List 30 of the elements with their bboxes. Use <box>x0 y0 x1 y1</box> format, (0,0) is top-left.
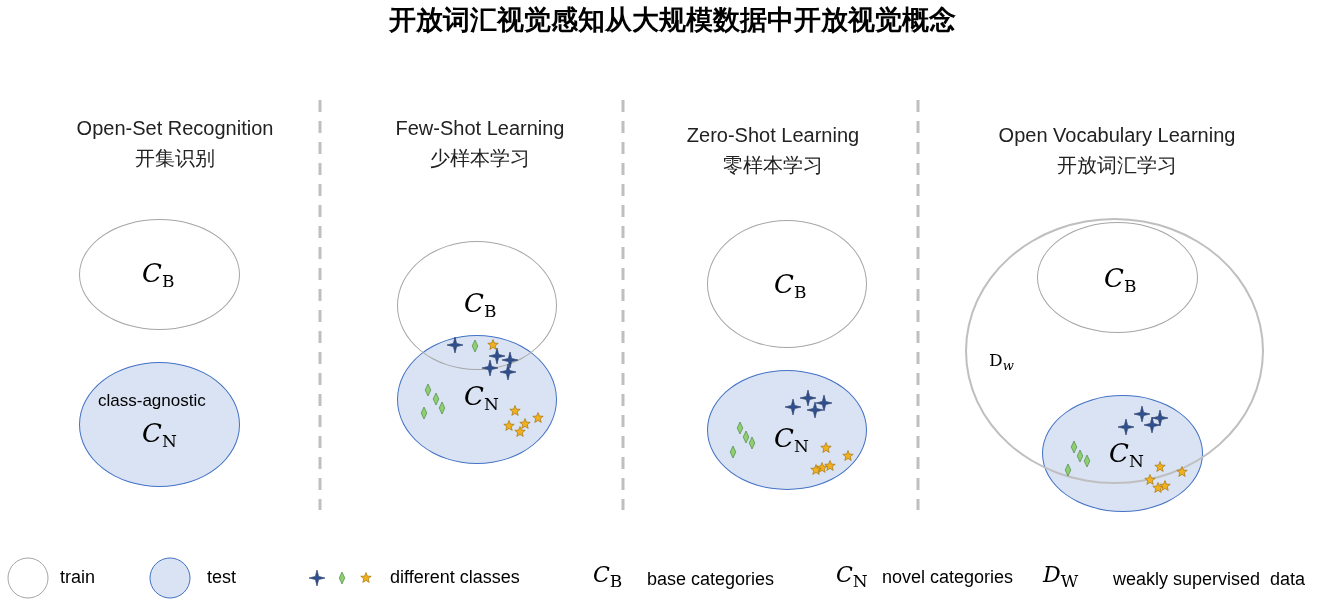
panel-heading: Open Vocabulary Learning <box>998 124 1236 147</box>
legend-label: novel categories <box>882 567 1014 588</box>
legend-label: test <box>207 567 236 588</box>
panel-heading: Zero-Shot Learning <box>686 124 860 147</box>
title: 开放词汇视觉感知从大规模数据中开放视觉概念 <box>387 4 957 37</box>
train-set-ellipse <box>79 219 240 330</box>
panel-heading: 零样本学习 <box>723 153 823 178</box>
set-symbol: D$_{w}$ <box>989 350 1014 374</box>
set-symbol: C$_{B}$ <box>774 269 807 302</box>
set-caption: class-agnostic <box>98 391 206 411</box>
set-symbol: C$_{N}$ <box>1109 438 1144 471</box>
set-symbol: C$_{N}$ <box>774 423 809 456</box>
train-set-ellipse <box>1037 222 1198 333</box>
set-symbol: C$_{N}$ <box>142 418 177 451</box>
panel-heading: Few-Shot Learning <box>395 117 565 140</box>
legend-symbol: C$_{B}$ <box>593 562 623 591</box>
legend-label: base categories <box>647 569 775 590</box>
set-symbol: C$_{B}$ <box>1104 263 1137 296</box>
panel-heading: 开集识别 <box>135 146 215 171</box>
panel-heading: 开放词汇学习 <box>1057 153 1177 178</box>
legend-label: train <box>60 567 95 588</box>
set-symbol: C$_{B}$ <box>464 288 497 321</box>
legend-symbol: C$_{N}$ <box>836 562 868 591</box>
panel-heading: 少样本学习 <box>430 146 530 171</box>
legend-symbol: D$_{W}$ <box>1043 562 1079 591</box>
set-symbol: C$_{N}$ <box>464 381 499 414</box>
set-symbol: C$_{B}$ <box>142 258 175 291</box>
panel-heading: Open-Set Recognition <box>76 117 274 140</box>
legend-label: weakly supervised data <box>1113 569 1306 590</box>
legend-label: different classes <box>390 567 520 588</box>
